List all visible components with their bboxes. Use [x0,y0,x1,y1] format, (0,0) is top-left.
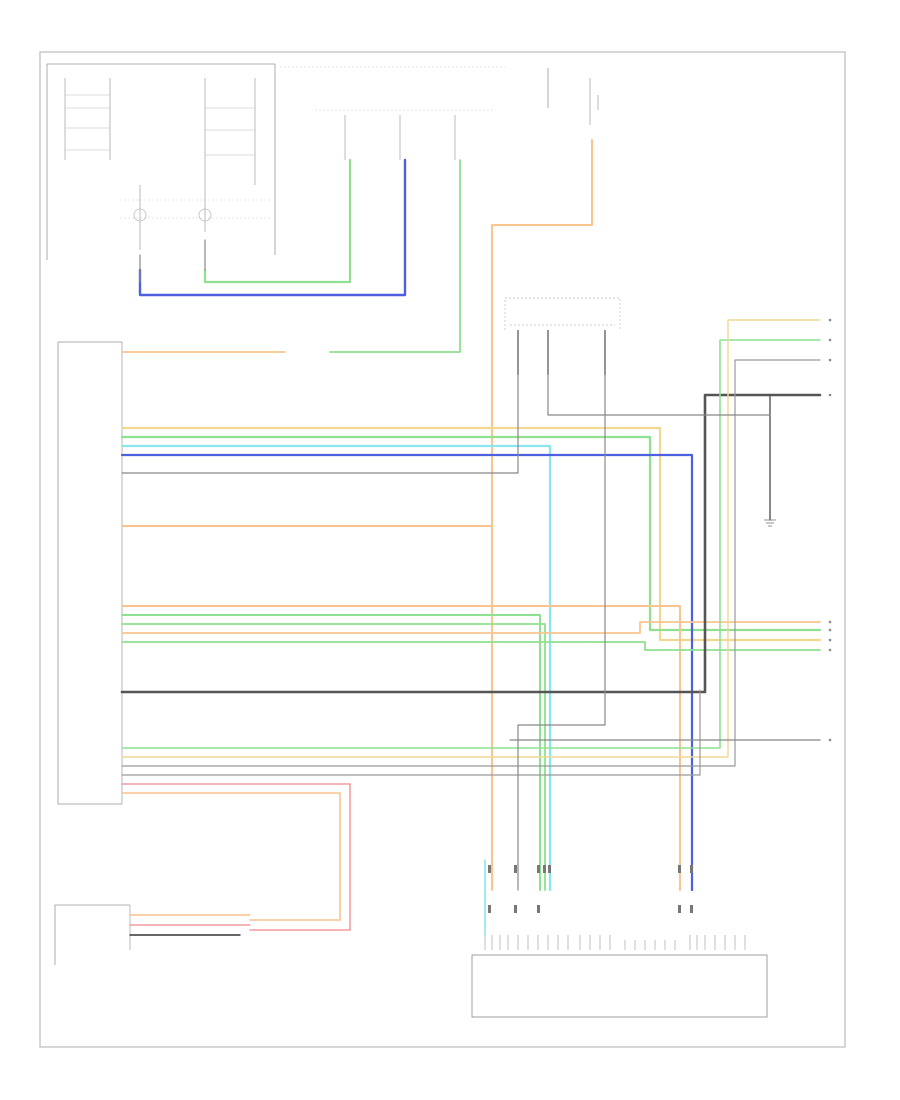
wire-gray-1 [121,374,519,474]
wire-blue-2 [120,453,694,892]
wire-blue-top [138,158,407,297]
wire-green-4 [121,623,546,891]
ground-symbol [764,519,776,527]
wire-green-2 [120,435,822,632]
connector-markers [488,865,693,913]
wire-green-top [203,158,352,284]
wire-green-3 [121,614,541,891]
wire-cyan-1 [120,444,552,892]
wire-gray-2 [121,359,821,767]
top-right-module [547,68,599,125]
wire-green-splice [329,159,461,353]
wire-yellow-1 [120,426,822,642]
wire-green-6 [121,339,821,749]
radio-connector [57,341,123,805]
splice-pack [504,297,621,375]
wire-yellow-2 [121,319,821,758]
wire-gray-3 [121,689,701,776]
diagram-frame [39,51,846,1048]
wire-gray-5 [517,374,606,891]
wire-orange-main [491,139,593,891]
wire-orange-3 [121,605,681,891]
output-terminals [828,318,832,742]
wire-orange-5 [121,792,341,921]
bottom-left-module [54,904,131,965]
wire-pink [121,783,351,931]
top-center-module [280,66,505,160]
wire-orange-4 [121,621,821,634]
wire-green-5 [121,641,821,651]
coil-symbol [133,208,147,222]
top-left-module [46,63,276,260]
wire-ground [120,393,822,694]
coil-symbol [198,208,212,222]
wire-gray-4 [547,374,771,416]
bottom-right-module [471,935,768,1018]
